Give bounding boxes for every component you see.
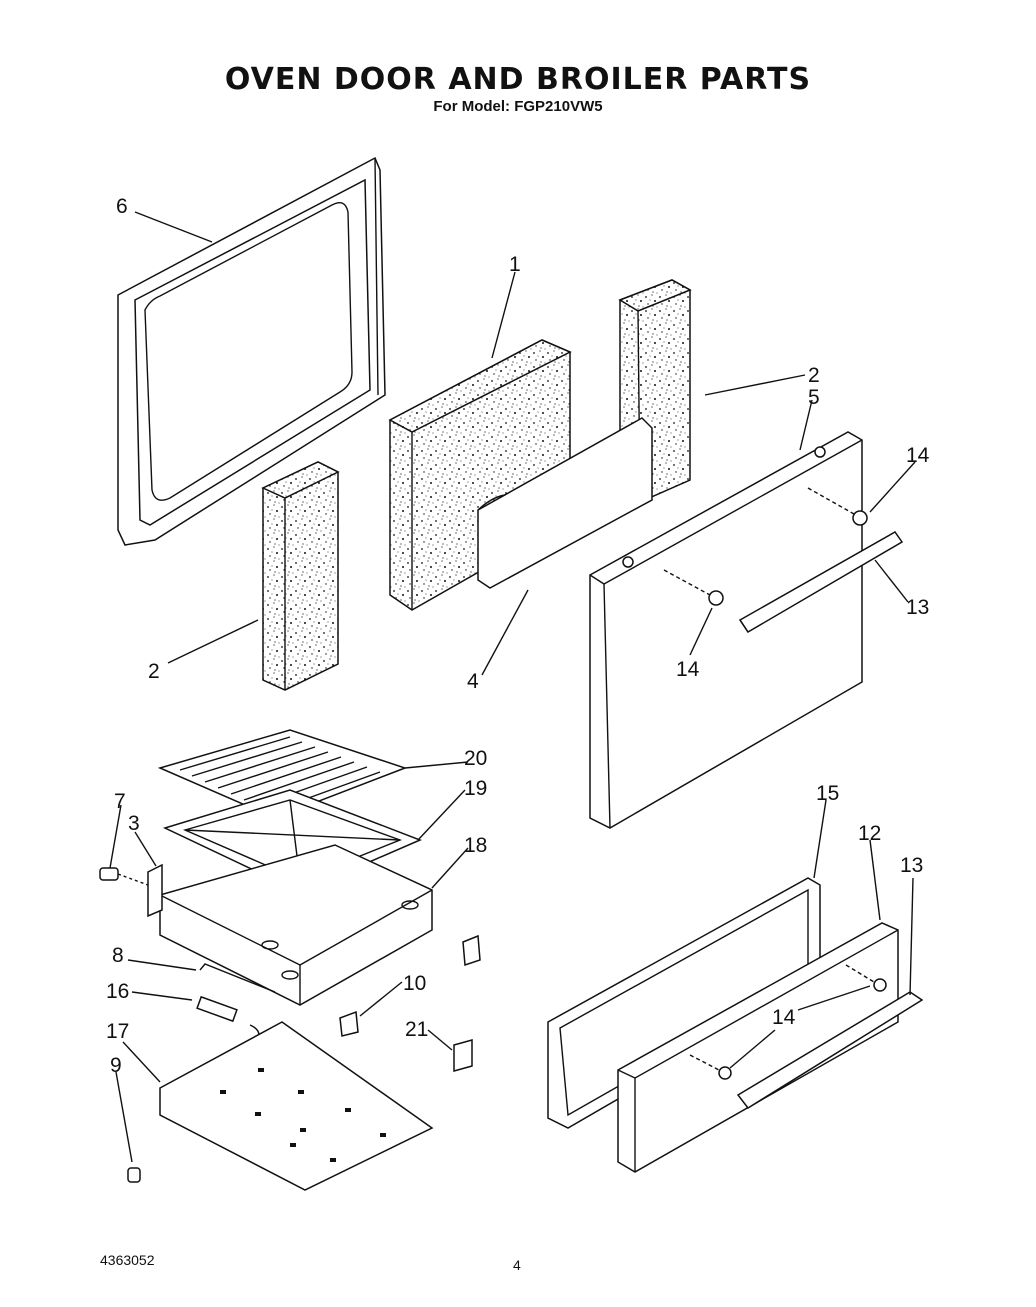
drawer-handle-spacers	[689, 964, 887, 1080]
callout-10: 10	[403, 972, 426, 995]
callout-5: 5	[808, 386, 820, 409]
callout-9: 9	[110, 1054, 122, 1077]
drawer-handle	[736, 991, 924, 1109]
callout-21: 21	[405, 1018, 428, 1041]
model-subtitle: For Model: FGP210VW5	[433, 98, 603, 115]
callout-13-top: 13	[906, 596, 929, 619]
callout-labels: 6 1 2 5 14 13 14 4 2 20 19 18 7 3 8 16 1…	[106, 195, 930, 1077]
callout-18: 18	[464, 834, 487, 857]
callout-8: 8	[112, 944, 124, 967]
callout-17: 17	[106, 1020, 129, 1043]
door-baffle	[477, 417, 653, 589]
callout-13-bottom: 13	[900, 854, 923, 877]
callout-4: 4	[467, 670, 479, 693]
callout-19: 19	[464, 777, 487, 800]
outer-door-panel	[589, 431, 863, 829]
leader-lines	[109, 211, 916, 1163]
callout-3: 3	[128, 812, 140, 835]
broiler-drawer-bottom	[159, 1021, 434, 1191]
broiler-bracket	[147, 863, 163, 918]
broiler-support	[159, 844, 433, 1006]
drawer-fastener	[127, 1167, 141, 1183]
callout-12: 12	[858, 822, 881, 845]
document-number: 4363052	[100, 1252, 155, 1268]
callout-20: 20	[464, 747, 487, 770]
callout-2-left: 2	[148, 660, 160, 683]
page-number: 4	[513, 1257, 521, 1273]
door-handle	[738, 531, 904, 634]
callout-15: 15	[816, 782, 839, 805]
drawer-outer-panel	[617, 922, 899, 1173]
callout-2-right: 2	[808, 364, 820, 387]
spring	[196, 995, 260, 1041]
insulation-strip-left	[261, 461, 340, 691]
callout-16: 16	[106, 980, 129, 1003]
callout-14-bottom: 14	[772, 1006, 796, 1029]
callout-14-top: 14	[906, 444, 930, 467]
broiler-rod	[199, 963, 276, 993]
page-title: OVEN DOOR AND BROILER PARTS	[224, 62, 812, 97]
callout-6: 6	[116, 195, 128, 218]
hinge-clips	[339, 934, 481, 1072]
inner-door-panel	[117, 156, 386, 546]
screw	[99, 867, 149, 886]
callout-1: 1	[509, 253, 521, 276]
handle-spacers	[663, 487, 868, 606]
callout-14-mid: 14	[676, 658, 700, 681]
callout-7: 7	[114, 790, 126, 813]
